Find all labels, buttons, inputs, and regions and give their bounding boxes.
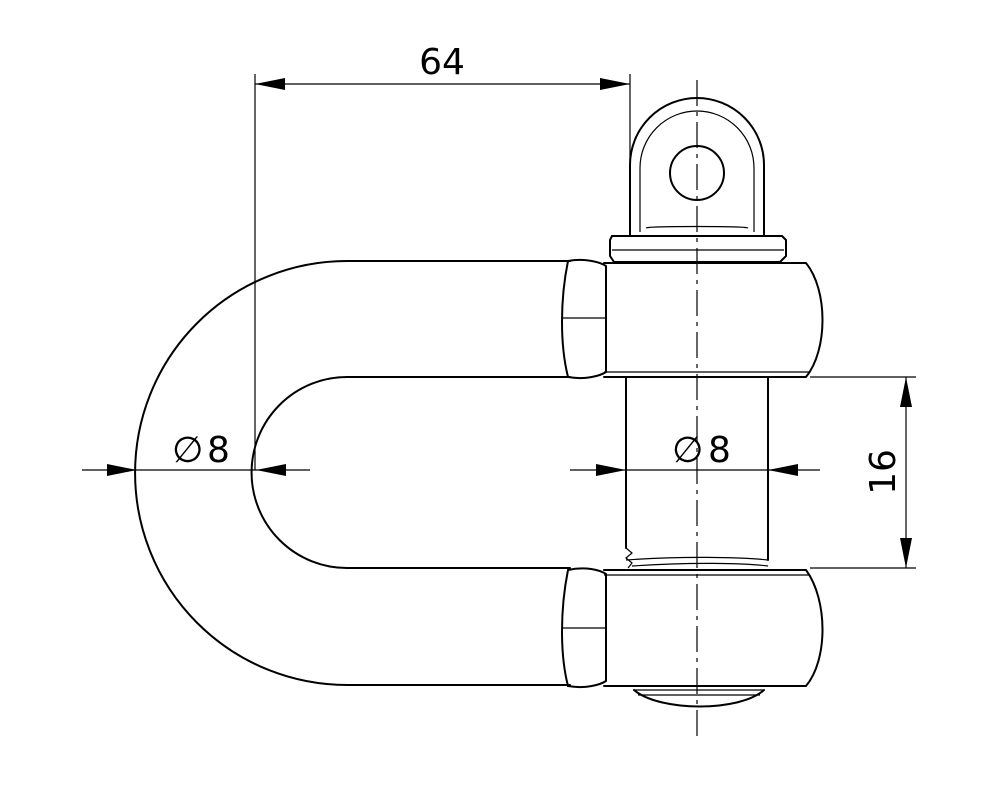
pin-diameter-value: 8 <box>708 430 731 471</box>
shackle-bow <box>134 260 571 686</box>
upper-ear <box>561 258 824 380</box>
lower-ear <box>561 567 824 689</box>
dimension-opening-label: 16 <box>863 449 904 495</box>
dimension-width: 64 <box>254 42 631 470</box>
dimension-pin-diameter: ∅ 8 <box>570 430 820 476</box>
bow-diameter-value: 8 <box>207 430 230 471</box>
pin-diameter-symbol: ∅ <box>672 430 703 471</box>
dimension-width-label: 64 <box>419 42 465 83</box>
pin-head <box>609 97 787 263</box>
dimension-bow-diameter: ∅ 8 <box>82 430 310 476</box>
bow-diameter-symbol: ∅ <box>172 430 203 471</box>
dimension-opening: 16 <box>810 376 916 569</box>
pin-shaft <box>625 376 769 708</box>
